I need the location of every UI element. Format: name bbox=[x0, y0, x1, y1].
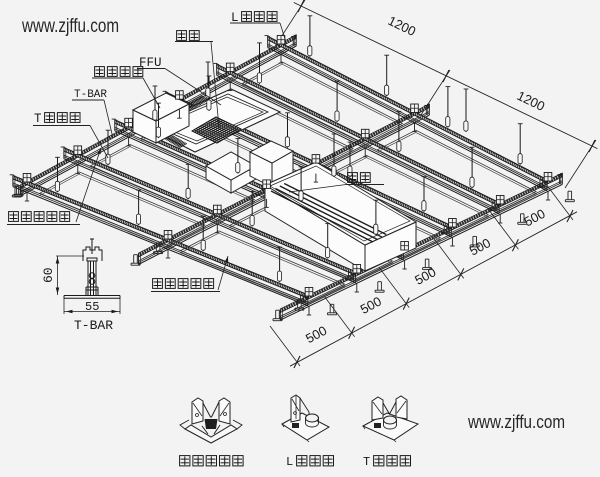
svg-text:FFU: FFU bbox=[139, 56, 162, 70]
svg-text:www.zjffu.com: www.zjffu.com bbox=[21, 16, 119, 37]
svg-text:55: 55 bbox=[85, 300, 99, 314]
svg-text:www.zjffu.com: www.zjffu.com bbox=[467, 412, 565, 432]
svg-text:T-BAR: T-BAR bbox=[74, 89, 107, 101]
svg-text:L: L bbox=[231, 11, 239, 25]
svg-text:L: L bbox=[286, 455, 293, 469]
svg-text:T: T bbox=[363, 455, 370, 469]
svg-text:60: 60 bbox=[41, 267, 56, 283]
svg-text:T: T bbox=[34, 112, 42, 126]
svg-text:T-BAR: T-BAR bbox=[74, 318, 113, 333]
